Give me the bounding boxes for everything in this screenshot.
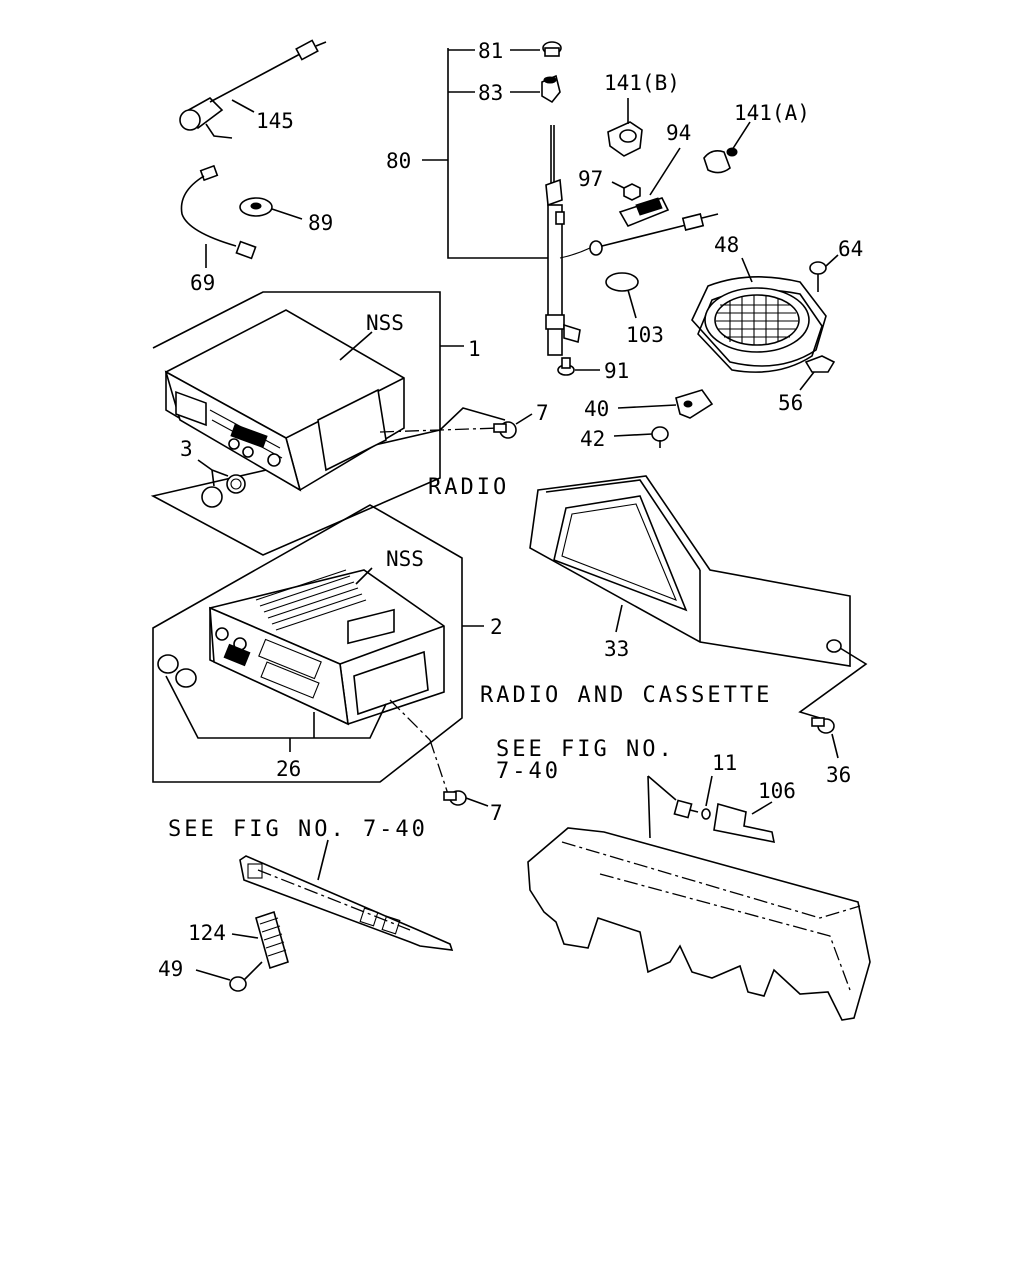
clip-56-part <box>799 355 836 391</box>
antenna-mast-part <box>545 125 591 356</box>
callout-141b: 141(B) <box>604 71 680 95</box>
see-fig-caption-line2: 7-40 <box>496 759 561 784</box>
callout-1: 1 <box>468 337 481 361</box>
screw-36-part <box>811 717 839 759</box>
screw-7b-part <box>443 790 489 807</box>
callout-106: 106 <box>758 779 796 803</box>
callout-97: 97 <box>578 167 603 191</box>
callout-89: 89 <box>308 211 333 235</box>
antenna-cap-part <box>542 41 562 57</box>
nss-label-1: NSS <box>366 311 404 335</box>
callout-94: 94 <box>666 121 691 145</box>
dashboard-part <box>527 775 871 1021</box>
screw-11-part <box>673 775 713 820</box>
callout-91: 91 <box>604 359 629 383</box>
callout-56: 56 <box>778 391 803 415</box>
antenna-assembly <box>422 41 751 376</box>
callout-33: 33 <box>604 637 629 661</box>
radio-cassette-unit-part <box>152 504 484 795</box>
wire-harness-part <box>180 164 257 268</box>
radio-unit-part <box>150 291 506 556</box>
screw-64-part <box>809 254 839 292</box>
callout-7a: 7 <box>536 401 549 425</box>
callout-103: 103 <box>626 323 664 347</box>
speaker-part <box>691 257 827 373</box>
clip-a-part <box>703 121 751 174</box>
bracket-40-part <box>617 389 714 419</box>
bracket-106-part <box>713 801 776 844</box>
callout-80: 80 <box>386 149 411 173</box>
clip-b-part <box>607 98 643 157</box>
caption-labels: NSS NSS RADIO RADIO AND CASSETTE SEE FIG… <box>168 311 772 842</box>
callout-81: 81 <box>478 39 503 63</box>
callout-83: 83 <box>478 81 503 105</box>
callout-141a: 141(A) <box>734 101 810 125</box>
callout-3: 3 <box>180 437 193 461</box>
callout-48: 48 <box>714 233 739 257</box>
callout-49: 49 <box>158 957 183 981</box>
callout-42: 42 <box>580 427 605 451</box>
radio-knobs-part <box>197 459 246 508</box>
radio-caption: RADIO <box>428 475 509 500</box>
grille-124-part <box>231 910 289 970</box>
antenna-nut-part <box>541 74 561 104</box>
see-fig-caption-line1: SEE FIG NO. <box>496 737 675 762</box>
nss-label-2: NSS <box>386 547 424 571</box>
screw-7a-part <box>493 413 533 439</box>
bezel-part <box>529 475 868 719</box>
callout-69: 69 <box>190 271 215 295</box>
see-fig-caption-2: SEE FIG NO. 7-40 <box>168 817 428 842</box>
grommet-89-part <box>239 197 303 220</box>
nut-part <box>611 181 641 201</box>
callout-64: 64 <box>838 237 863 261</box>
callout-36: 36 <box>826 763 851 787</box>
screw-49-part <box>195 961 263 992</box>
callout-labels: 81 83 80 141(B) 141(A) 94 97 145 89 69 4… <box>158 39 863 981</box>
callout-26: 26 <box>276 757 301 781</box>
callout-40: 40 <box>584 397 609 421</box>
antenna-bracket-part <box>618 147 681 228</box>
lower-panel-part <box>239 839 454 951</box>
grommet-part <box>605 272 639 319</box>
antenna-lead-part <box>179 39 327 139</box>
callout-124: 124 <box>188 921 226 945</box>
callout-11: 11 <box>712 751 737 775</box>
screw-42-part <box>613 426 669 448</box>
radio-cassette-caption: RADIO AND CASSETTE <box>480 683 772 708</box>
callout-7b: 7 <box>490 801 503 825</box>
antenna-cable-part <box>589 213 719 256</box>
radio-cassette-knobs-part <box>157 654 387 752</box>
callout-145: 145 <box>256 109 294 133</box>
antenna-screw-part <box>557 357 600 376</box>
callout-2: 2 <box>490 615 503 639</box>
